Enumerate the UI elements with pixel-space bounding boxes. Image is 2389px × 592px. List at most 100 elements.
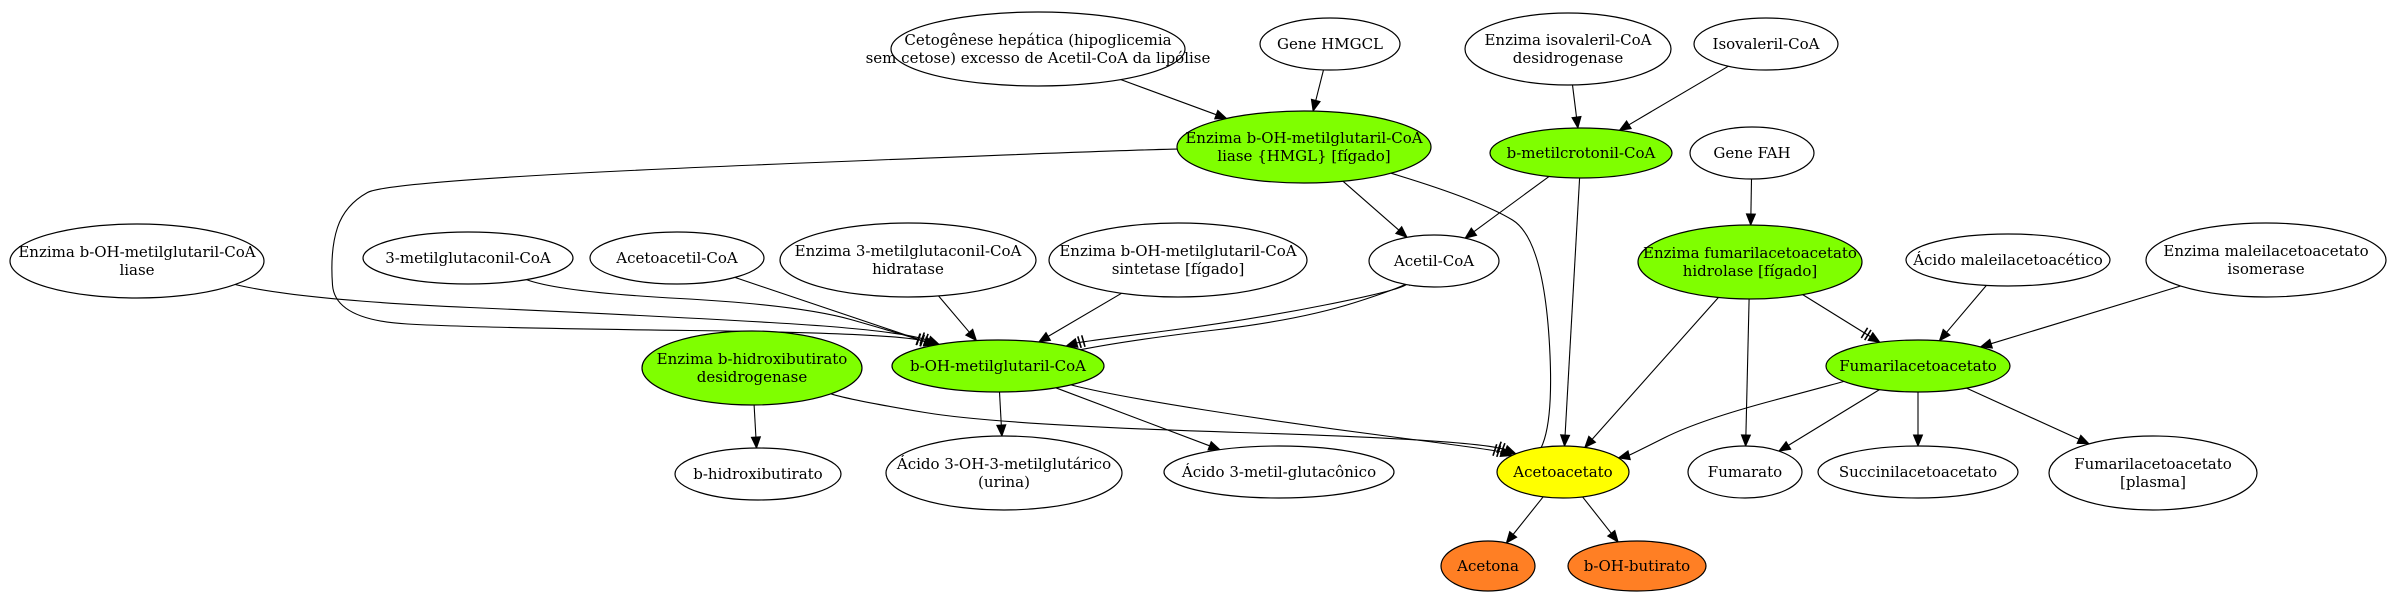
node-label: Fumarilacetoacetato bbox=[1839, 357, 1997, 375]
edge-line bbox=[1788, 389, 1880, 446]
arrow-head-icon bbox=[1213, 109, 1228, 120]
edge-hmg-coa-to-acido-glutaconico bbox=[1055, 387, 1222, 451]
node-label: 3-metilglutaconil-CoA bbox=[385, 249, 551, 267]
edge-acetoacetato-to-acetona bbox=[1505, 496, 1544, 545]
arrow-head-icon bbox=[1777, 440, 1792, 452]
edge-line bbox=[1315, 69, 1325, 101]
node-ellipse bbox=[1817, 445, 2019, 499]
node-ellipse bbox=[779, 222, 1037, 298]
node-ellipse bbox=[1176, 110, 1432, 184]
node-acetil-coa: Acetil-CoA bbox=[1368, 234, 1500, 288]
node-ellipse bbox=[890, 11, 1186, 87]
inhibition-tee-icon bbox=[1860, 327, 1869, 339]
node-ellipse bbox=[1689, 126, 1815, 180]
edge-fumarilacetoacetato-to-acetoacetato bbox=[1617, 380, 1845, 461]
inhibition-tee-icon bbox=[1864, 329, 1872, 341]
node-label: Cetogênese hepática (hipoglicemia bbox=[904, 31, 1171, 49]
edge-line bbox=[938, 295, 970, 333]
node-label: Enzima b-hidroxibutirato bbox=[657, 350, 848, 368]
edge-line bbox=[1080, 276, 1418, 351]
node-fumarato: Fumarato bbox=[1687, 445, 1803, 499]
node-ellipse bbox=[1905, 233, 2111, 287]
node-ellipse bbox=[362, 231, 574, 285]
edge-line bbox=[1342, 180, 1400, 231]
arrow-head-icon bbox=[1499, 446, 1514, 457]
edge-line bbox=[998, 391, 1002, 426]
arrow-head-icon bbox=[996, 424, 1007, 438]
arrow-head-icon bbox=[1979, 338, 1994, 349]
edge-line bbox=[1571, 84, 1578, 118]
node-acido-glutaconico: Ácido 3-metil-glutacônico bbox=[1163, 445, 1395, 499]
node-label: b-hidroxibutirato bbox=[693, 465, 822, 483]
node-acido-maleil: Ácido maleilacetoacético bbox=[1905, 233, 2111, 287]
node-label: Ácido maleilacetoacético bbox=[1912, 251, 2103, 269]
node-ellipse bbox=[9, 223, 265, 299]
node-ellipse bbox=[1368, 234, 1500, 288]
edge-isovaleril-coa-to-b-metilcrotonil bbox=[1618, 65, 1729, 131]
node-label: hidratase bbox=[872, 260, 944, 278]
edge-line bbox=[734, 276, 926, 343]
edge-enz-hidroxibutirato-to-b-hidroxibutirato bbox=[750, 404, 762, 450]
node-metilglutaconil: 3-metilglutaconil-CoA bbox=[362, 231, 574, 285]
edge-line bbox=[1591, 297, 1719, 440]
node-hmg-coa: b-OH-metilglutaril-CoA bbox=[891, 339, 1105, 393]
edge-acetil-coa-to-hmg-coa bbox=[1064, 284, 1407, 349]
arrow-head-icon bbox=[1310, 98, 1321, 113]
node-label: Enzima isovaleril-CoA bbox=[1484, 31, 1651, 49]
edge-line bbox=[331, 148, 1178, 343]
node-label: Fumarilacetoacetato bbox=[2074, 455, 2232, 473]
node-label: Enzima b-OH-metilglutaril-CoA bbox=[1059, 242, 1296, 260]
edges-layer bbox=[234, 65, 2181, 545]
edge-fah-to-acetoacetato bbox=[1583, 297, 1719, 449]
edge-line bbox=[1946, 285, 1987, 333]
edge-acetoacetato-to-b-oh-butirato bbox=[1582, 496, 1619, 544]
edge-line bbox=[1390, 172, 1552, 462]
edge-line bbox=[1802, 294, 1871, 338]
node-ellipse bbox=[1825, 339, 2011, 393]
node-label: Acetona bbox=[1456, 557, 1519, 575]
arrow-head-icon bbox=[1618, 120, 1633, 131]
node-succinilacetoacetato: Succinilacetoacetato bbox=[1817, 445, 2019, 499]
node-ellipse bbox=[1048, 222, 1308, 298]
node-ellipse bbox=[2145, 222, 2387, 298]
node-label: Enzima 3-metilglutaconil-CoA bbox=[795, 242, 1022, 260]
edge-line bbox=[1564, 177, 1581, 436]
node-label: Enzima b-OH-metilglutaril-CoA bbox=[18, 243, 255, 261]
edge-line bbox=[1076, 284, 1407, 344]
node-label: b-metilcrotonil-CoA bbox=[1507, 144, 1656, 162]
node-label: Isovaleril-CoA bbox=[1713, 35, 1820, 53]
edge-acetoacetil-to-hmg-coa bbox=[734, 276, 937, 347]
edge-line bbox=[1055, 387, 1210, 447]
edge-line bbox=[1628, 65, 1729, 126]
edge-fah-to-fumarato bbox=[1740, 298, 1752, 448]
edge-hmg-coa-to-acido-3oh bbox=[996, 391, 1007, 438]
arrow-head-icon bbox=[1617, 450, 1631, 461]
edge-line bbox=[1047, 292, 1122, 337]
node-label: Enzima fumarilacetoacetato bbox=[1643, 244, 1857, 262]
edge-cetogenese-to-hmgl bbox=[1120, 79, 1228, 120]
node-fumaril-plasma: Fumarilacetoacetato[plasma] bbox=[2048, 435, 2258, 511]
edge-line bbox=[1070, 384, 1502, 453]
edge-gene-hmgcl-to-hmgl bbox=[1310, 69, 1325, 113]
node-label: liase bbox=[119, 261, 154, 279]
inhibition-tee-icon bbox=[1496, 445, 1502, 458]
node-label: Ácido 3-metil-glutacônico bbox=[1181, 463, 1376, 481]
edge-line bbox=[1582, 496, 1612, 534]
node-acido-3oh: Ácido 3-OH-3-metilglutárico(urina) bbox=[885, 435, 1123, 511]
arrow-head-icon bbox=[750, 436, 762, 450]
edge-fumarilacetoacetato-to-succinilacetoacetato bbox=[1912, 392, 1924, 448]
node-gene-fah: Gene FAH bbox=[1689, 126, 1815, 180]
node-label: Acetoacetil-CoA bbox=[615, 249, 738, 267]
node-ellipse bbox=[1464, 12, 1672, 86]
arrow-head-icon bbox=[1505, 530, 1518, 545]
node-ellipse bbox=[674, 447, 842, 501]
node-label: (urina) bbox=[978, 473, 1030, 491]
arrow-head-icon bbox=[1938, 328, 1951, 342]
node-ellipse bbox=[891, 339, 1105, 393]
edge-enz-isovaleril-to-b-metilcrotonil bbox=[1571, 84, 1582, 130]
